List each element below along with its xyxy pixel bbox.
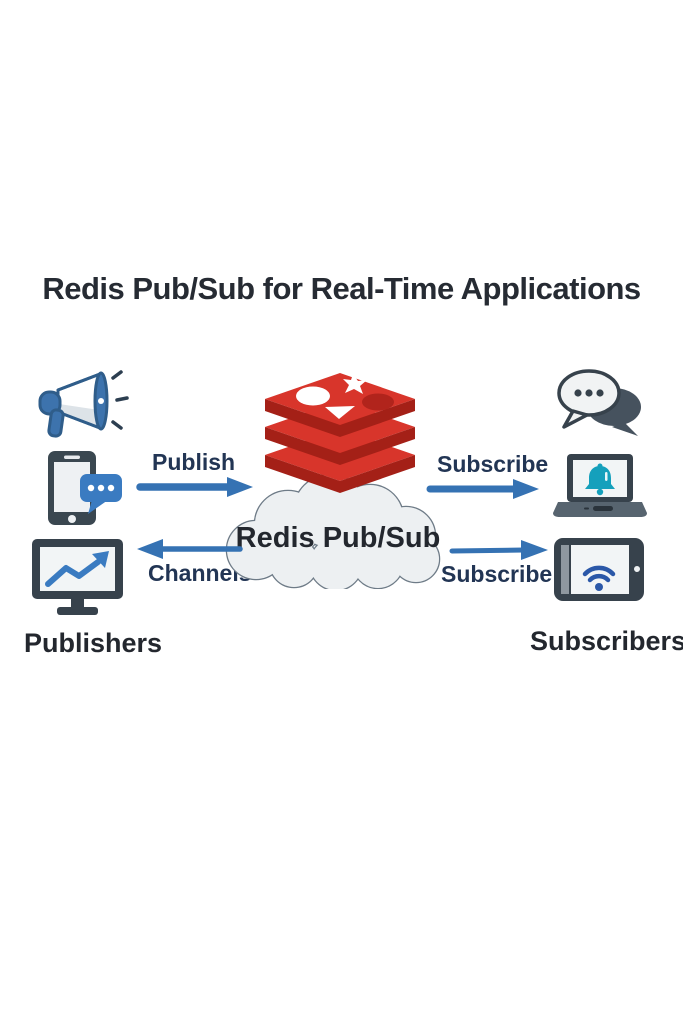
redis-logo xyxy=(265,373,415,493)
publish-arrow-label: Publish xyxy=(152,449,236,475)
laptop-bell-icon xyxy=(553,454,647,517)
redis-pubsub-cloud: Redis Pub/Sub xyxy=(225,474,441,589)
subscribe-bottom-arrow-label: Subscribe xyxy=(441,561,553,587)
tablet-wifi-icon xyxy=(554,538,644,601)
channels-arrow xyxy=(137,539,243,559)
subscribers-label: Subscribers xyxy=(530,626,683,656)
subscribe-top-arrow-label: Subscribe xyxy=(437,451,549,477)
monitor-chart-icon xyxy=(32,539,123,615)
publish-arrow xyxy=(136,477,253,497)
chat-bubbles-icon xyxy=(557,369,641,436)
megaphone-icon xyxy=(38,370,129,438)
subscribe-bottom-arrow xyxy=(449,540,548,560)
subscribe-top-arrow xyxy=(426,479,539,499)
cloud-label: Redis Pub/Sub xyxy=(236,522,441,554)
page-title: Redis Pub/Sub for Real-Time Applications xyxy=(42,271,641,306)
publishers-label: Publishers xyxy=(24,628,163,658)
phone-chat-icon xyxy=(48,451,122,525)
